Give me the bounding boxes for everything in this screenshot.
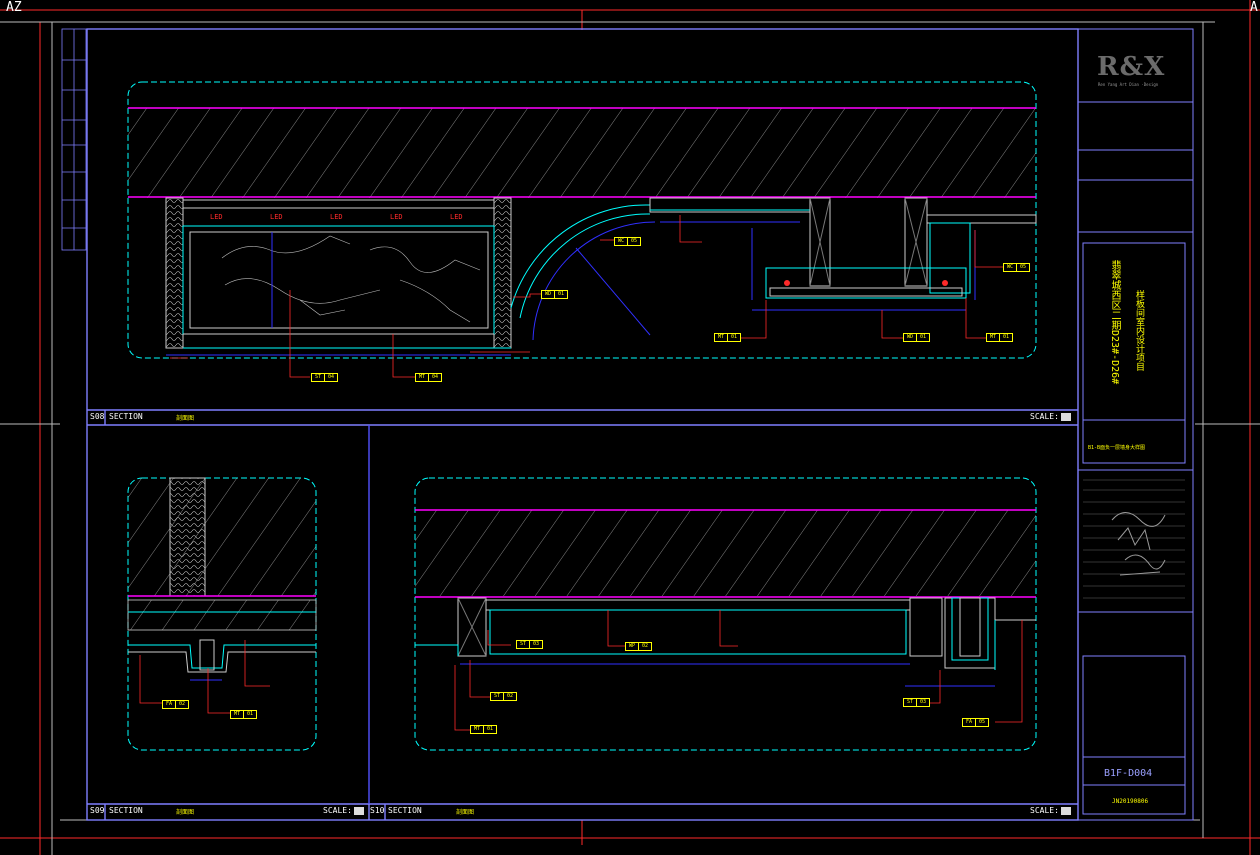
led-label: LED — [390, 213, 403, 221]
section-number-s08: S08 — [90, 412, 105, 421]
drawing-number: B1F-D004 — [1104, 768, 1153, 779]
company-logo: R&X — [1097, 52, 1166, 82]
signature-stamp — [1111, 512, 1166, 576]
section-subtitle-s09: 剖面图 — [176, 809, 195, 816]
project-number: JN20190806 — [1112, 798, 1149, 805]
led-label: LED — [270, 213, 283, 221]
section-subtitle-s08: 剖面图 — [176, 415, 195, 422]
scale-value-box — [1060, 412, 1071, 421]
led-label: LED — [330, 213, 343, 221]
section-s09-drawing — [127, 477, 317, 751]
title-block — [1077, 28, 1194, 821]
scale-label-s08: SCALE: — [1030, 412, 1071, 421]
section-s08-drawing — [127, 81, 1037, 378]
scale-value-box — [1060, 806, 1071, 815]
section-label-s09: SECTION — [109, 806, 143, 815]
section-label-s10: SECTION — [388, 806, 422, 815]
scale-label-s09: SCALE: — [323, 806, 364, 815]
drawing-title: B1-B面负一层墙身大样图 — [1088, 445, 1146, 451]
section-number-s10: S10 — [370, 806, 385, 815]
sheet-corner-label-right: A — [1250, 0, 1258, 15]
project-name-line2: 样板间室内设计项目 — [1134, 290, 1144, 371]
project-name-line1: 翡翠城西区二期D23#-D26# — [1109, 260, 1120, 385]
section-s10-drawing — [414, 477, 1037, 751]
sheet-corner-label-left: AZ — [6, 0, 22, 15]
scale-label-s10: SCALE: — [1030, 806, 1071, 815]
section-label-s08: SECTION — [109, 412, 143, 421]
revision-strip — [61, 28, 87, 251]
led-label: LED — [450, 213, 463, 221]
company-logo-subtitle: Ren Yang Art Dian ·Design — [1098, 82, 1159, 87]
section-number-s09: S09 — [90, 806, 105, 815]
led-label: LED — [210, 213, 223, 221]
section-subtitle-s10: 剖面图 — [456, 809, 475, 816]
scale-value-box — [353, 806, 364, 815]
